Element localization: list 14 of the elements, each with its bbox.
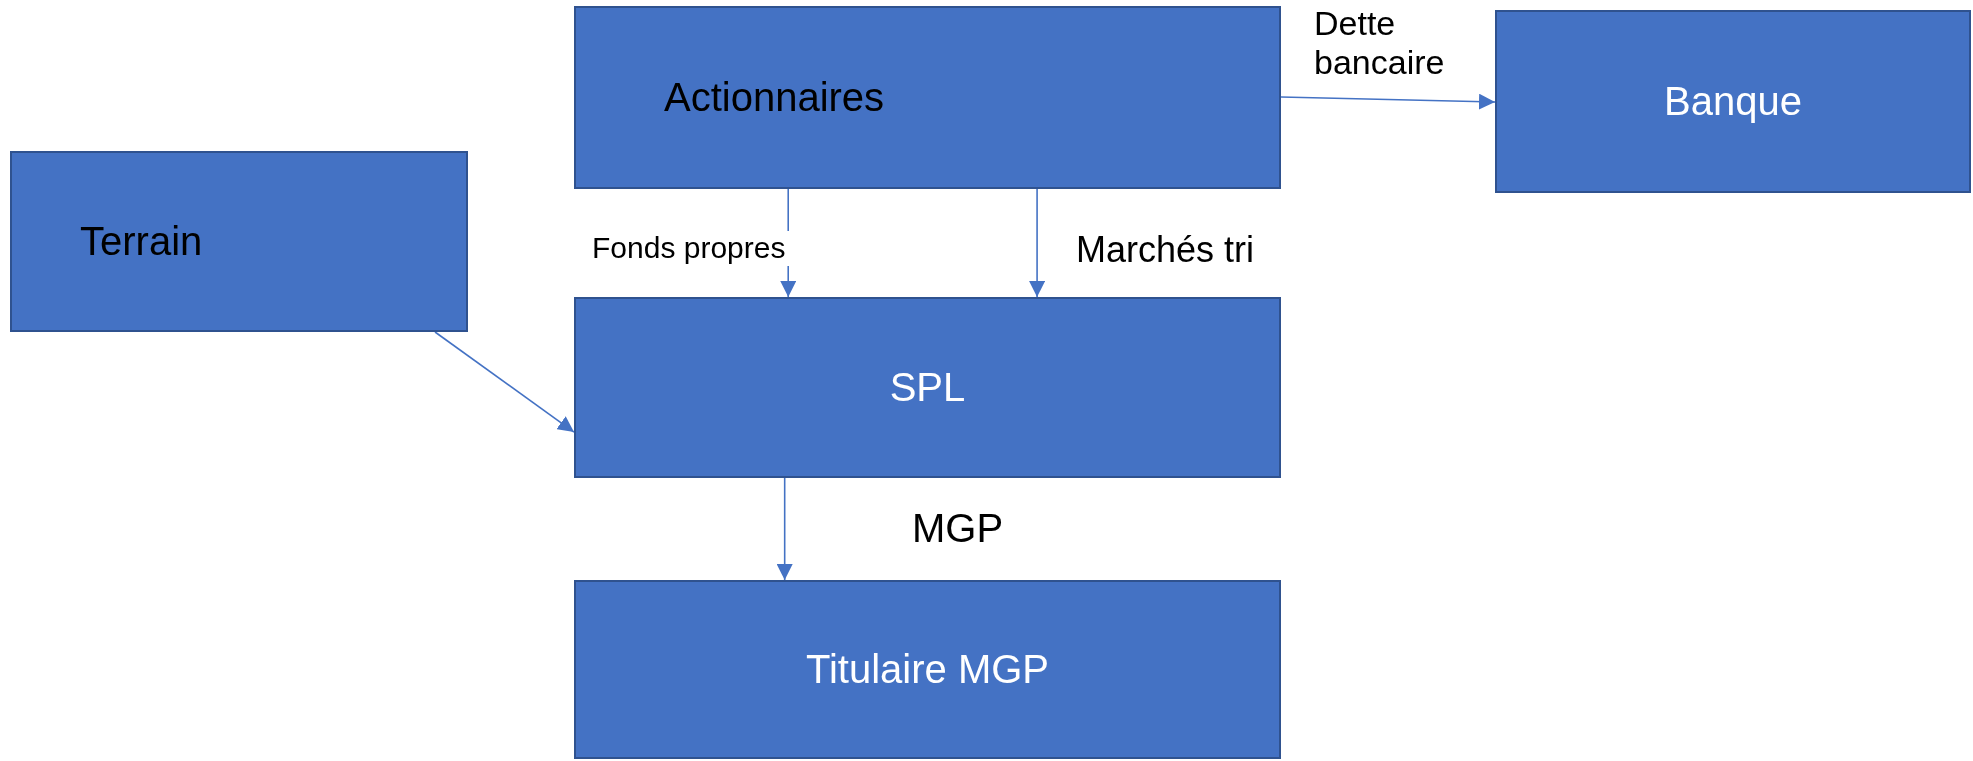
box-label: SPL [889,365,966,410]
box-label: Titulaire MGP [806,647,1049,692]
arrow [776,477,793,581]
box-label: Terrain [80,219,203,264]
process-box [10,151,468,332]
process-box [1495,10,1971,193]
process-box [574,297,1281,478]
arrow [434,331,575,433]
arrow [1029,188,1046,298]
process-box [574,6,1281,189]
box-label: Banque [1664,79,1802,124]
process-box [574,580,1281,759]
arrow [1280,93,1496,110]
box-label: Actionnaires [664,75,885,120]
